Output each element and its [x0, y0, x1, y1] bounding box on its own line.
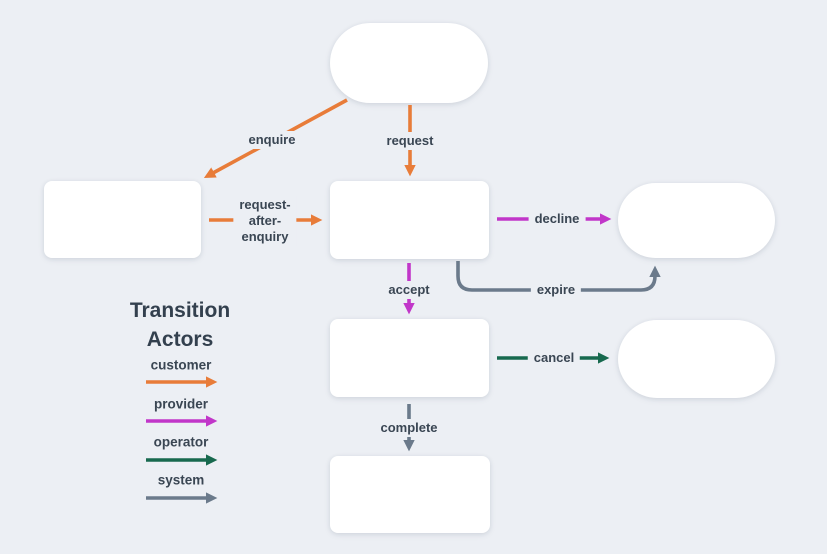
state-node-accepted	[330, 319, 489, 397]
request-label: request	[380, 132, 440, 150]
state-node-initial	[330, 23, 488, 103]
legend-label-operator: operator	[153, 434, 209, 450]
legend-title-line2: Actors	[146, 328, 214, 351]
legend-label-system: system	[157, 472, 205, 488]
legend-label-customer: customer	[150, 357, 212, 373]
state-node-completed	[330, 456, 490, 533]
state-node-pending	[330, 181, 489, 259]
complete-label: complete	[374, 419, 444, 437]
decline-label: decline	[528, 210, 586, 228]
request-after-enquiry-label-line2: after-	[248, 213, 282, 228]
legend-title-line1: Transition	[129, 299, 231, 322]
state-node-declined	[618, 183, 775, 258]
legend-title: Transition Actors	[130, 296, 230, 354]
request-after-enquiry-label-line1: request-	[239, 197, 291, 212]
cancel-label: cancel	[527, 349, 581, 367]
request-after-enquiry-label-line3: enquiry	[241, 229, 289, 244]
accept-label: accept	[382, 281, 436, 299]
legend-label-provider: provider	[153, 396, 209, 412]
state-node-cancelled	[618, 320, 775, 398]
request-after-enquiry-label: request- after- enquiry	[233, 196, 297, 246]
expire-arrow	[456, 261, 661, 292]
state-node-enquiry	[44, 181, 201, 258]
enquire-label: enquire	[242, 131, 302, 149]
expire-label: expire	[530, 281, 582, 299]
